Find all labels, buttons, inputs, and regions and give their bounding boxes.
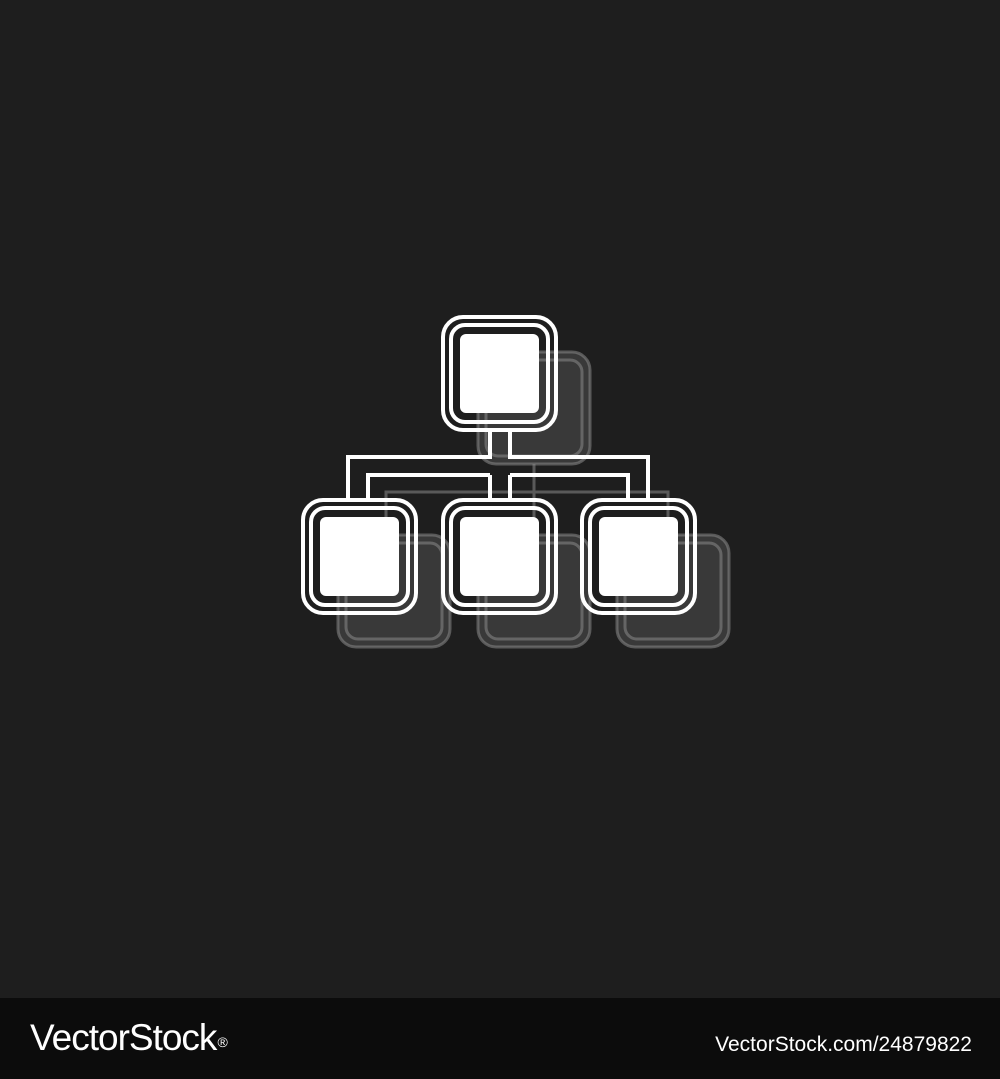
center-node: [441, 498, 558, 615]
connector-outer: [346, 430, 650, 500]
stock-image-id: VectorStock.com/24879822: [715, 1033, 972, 1056]
registered-mark: ®: [217, 1034, 227, 1050]
right-node: [580, 498, 697, 615]
brand-name: VectorStock: [30, 1017, 217, 1058]
top-node: [441, 315, 558, 432]
hierarchy-structure-icon: [301, 315, 731, 649]
left-node: [301, 498, 418, 615]
vectorstock-logo: VectorStock®: [30, 1016, 228, 1060]
connector-inner: [366, 473, 630, 500]
icon-outline: [301, 315, 697, 615]
watermark-bar: VectorStock® VectorStock.com/24879822: [0, 998, 1000, 1079]
